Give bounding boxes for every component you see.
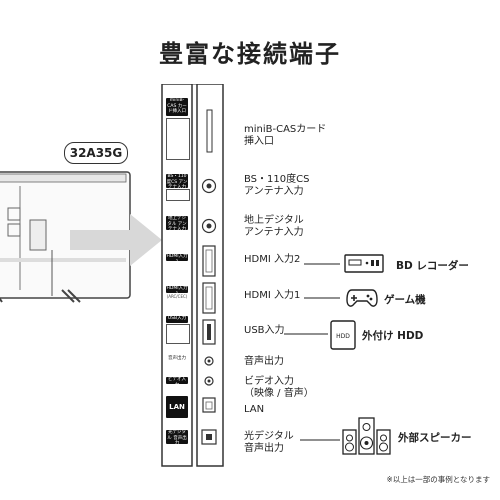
port-label-audio-out: 音声出力 — [244, 356, 284, 367]
port-label-hdmi2: HDMI 入力2 — [244, 254, 301, 265]
device-label-hdd: 外付け HDD — [362, 330, 424, 342]
footnote: ※以上は一部の事例となります — [386, 475, 490, 484]
port-label-terrestrial: 地上デジタルアンテナ入力 — [244, 215, 304, 238]
port-label-usb: USB入力 — [244, 325, 285, 336]
panel-tag-audio-out: 音声出力 — [168, 356, 186, 361]
tv-illustration — [0, 171, 131, 303]
panel-tag-lan: LAN — [166, 396, 188, 418]
hdd-icon-text: HDD — [336, 333, 350, 340]
port-label-optical: 光デジタル音声出力 — [244, 431, 294, 454]
panel-tag-video-in: ビデオ入力 — [166, 377, 188, 388]
panel-tag-bs-cs: BS・110度CS アンテナ入力 — [166, 174, 188, 190]
speaker-icon — [342, 417, 391, 455]
panel-sub-usb — [166, 324, 190, 344]
device-label-game: ゲーム機 — [384, 294, 426, 306]
page-title: 豊富な接続端子 — [159, 40, 341, 68]
bd-recorder-icon — [344, 254, 384, 273]
model-badge: 32A35G — [64, 142, 128, 164]
panel-tag-hdmi2: HDMI入力2 — [166, 254, 188, 265]
port-label-hdmi1: HDMI 入力1 — [244, 290, 301, 301]
port-label-minib-cas: miniB-CASカード挿入口 — [244, 124, 327, 147]
port-label-lan: LAN — [244, 404, 265, 415]
panel-sub-hdmi1: (ARC/CEC) — [166, 294, 188, 300]
panel-tag-minib-cas: miniB-CAS カード挿入口 — [166, 98, 188, 116]
arrow-right-icon — [70, 214, 162, 266]
gamepad-icon — [346, 289, 378, 307]
panel-sub-bs-cs — [166, 189, 190, 201]
port-label-video-in: ビデオ入力（映像 / 音声） — [244, 376, 314, 399]
panel-tag-optical: 光デジタル 音声出力 — [166, 430, 188, 446]
device-label-speaker: 外部スピーカー — [398, 432, 472, 444]
panel-tag-usb: USB入力 — [166, 316, 188, 323]
device-label-bd: BD レコーダー — [396, 260, 469, 272]
panel-sub-minib-cas — [166, 118, 190, 160]
hdd-icon: HDD — [330, 320, 356, 350]
panel-tag-terrestrial: 地上デジタル アンテナ入力 — [166, 216, 188, 232]
